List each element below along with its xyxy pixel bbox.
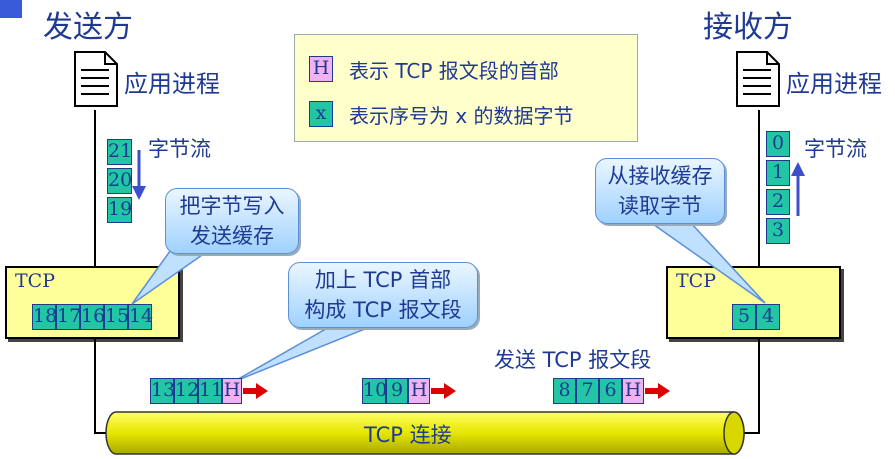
sender-buffer-byte: 18 (32, 304, 57, 330)
segment-header: H (622, 378, 644, 404)
receiver-buffer-byte: 4 (756, 304, 780, 330)
receiver-stream-byte: 3 (766, 218, 790, 244)
sender-tcp-box: TCP 18 17 16 15 14 (5, 266, 180, 339)
segment-byte: 9 (386, 378, 408, 404)
sender-title: 发送方 (43, 10, 133, 45)
read-callout-line1: 从接收缓存 (607, 164, 713, 188)
segment-byte: 8 (553, 378, 576, 404)
down-arrow-icon (132, 150, 146, 200)
receiver-process-label: 应用进程 (786, 70, 882, 98)
sender-stream-byte: 21 (107, 139, 132, 165)
segment-byte: 11 (198, 378, 223, 404)
sender-process-label: 应用进程 (124, 70, 220, 98)
add-header-callout: 加上 TCP 首部 构成 TCP 报文段 (288, 262, 478, 328)
legend-header-swatch: H (309, 56, 333, 82)
segment-byte: 10 (362, 378, 387, 404)
receiver-stream-byte: 1 (766, 160, 790, 186)
segment-byte: 12 (174, 378, 199, 404)
receiver-tcp-box: TCP 5 4 (666, 266, 841, 339)
document-icon (74, 51, 118, 107)
segment-byte: 6 (599, 378, 622, 404)
segment-byte: 7 (576, 378, 599, 404)
header-callout-line1: 加上 TCP 首部 (314, 268, 452, 292)
legend-header-text: 表示 TCP 报文段的首部 (349, 59, 559, 83)
right-arrow-icon (243, 383, 268, 399)
document-icon (736, 51, 780, 107)
sender-buffer-byte: 16 (80, 304, 105, 330)
sender-pipe-line (94, 339, 96, 434)
write-callout-line2: 发送缓存 (190, 224, 274, 248)
receiver-stream-label: 字节流 (804, 137, 867, 161)
send-segment-label: 发送 TCP 报文段 (494, 348, 652, 372)
legend-box: H 表示 TCP 报文段的首部 x 表示序号为 x 的数据字节 (294, 34, 638, 142)
up-arrow-icon (791, 162, 805, 216)
receiver-stream-byte: 0 (766, 131, 790, 157)
sender-stream-byte: 19 (107, 197, 132, 223)
right-arrow-icon (431, 383, 456, 399)
tcp-connection-label: TCP 连接 (364, 423, 452, 447)
right-arrow-icon (645, 383, 670, 399)
receiver-title: 接收方 (703, 10, 793, 45)
sender-stream-byte: 20 (107, 168, 132, 194)
legend-byte-text: 表示序号为 x 的数据字节 (349, 104, 574, 128)
write-buffer-callout: 把字节写入 发送缓存 (165, 188, 299, 254)
sender-app-line (94, 110, 96, 268)
receiver-app-line (758, 110, 760, 268)
tcp-connection-pipe (105, 411, 745, 455)
receiver-tcp-label: TCP (676, 270, 716, 292)
sender-stream-label: 字节流 (148, 137, 211, 161)
segment-header: H (408, 378, 430, 404)
sender-tcp-label: TCP (15, 270, 55, 292)
header-callout-line2: 构成 TCP 报文段 (304, 298, 462, 322)
sender-buffer-byte: 14 (128, 304, 153, 330)
write-callout-line1: 把字节写入 (179, 194, 285, 218)
sender-buffer-byte: 17 (56, 304, 81, 330)
segment-header: H (222, 378, 242, 404)
sender-buffer-byte: 15 (104, 304, 129, 330)
receiver-pipe-line (758, 339, 760, 434)
receiver-pipe-stub (738, 432, 759, 434)
receiver-stream-byte: 2 (766, 189, 790, 215)
sender-pipe-stub (94, 432, 114, 434)
read-buffer-callout: 从接收缓存 读取字节 (595, 158, 725, 224)
corner-accent (0, 0, 22, 18)
segment-byte: 13 (150, 378, 175, 404)
read-callout-line2: 读取字节 (618, 194, 702, 218)
legend-byte-swatch: x (309, 101, 333, 127)
receiver-buffer-byte: 5 (732, 304, 756, 330)
